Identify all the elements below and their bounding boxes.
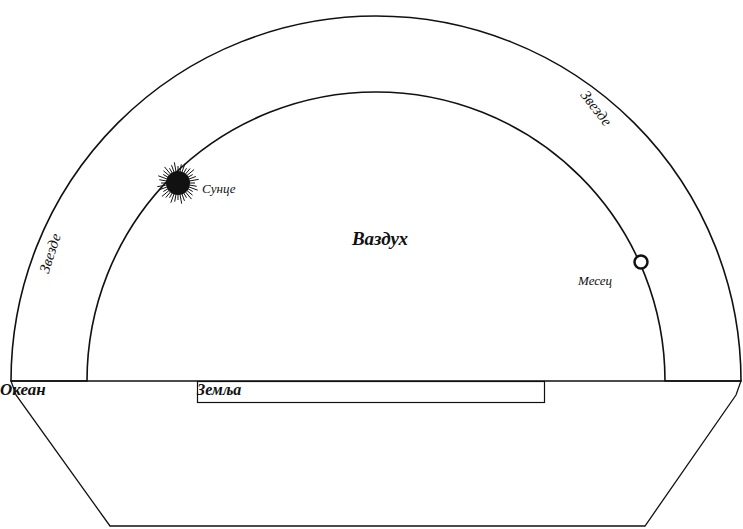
star-band-label: Звезде	[577, 87, 615, 129]
sun-label: Сунце	[202, 182, 235, 196]
earth-rect	[198, 382, 545, 403]
star-band-outline	[0, 0, 743, 385]
air-region: Ваздух	[290, 225, 470, 255]
moon: Месец	[572, 252, 652, 296]
ocean-outline	[0, 381, 743, 529]
ocean: Земља Океан	[0, 381, 743, 529]
ocean-label: Океан	[0, 381, 46, 400]
star-band: ЗвездеЗвезде	[0, 0, 743, 385]
sun: Сунце	[158, 163, 258, 203]
earth-strip-label: Земља	[197, 381, 241, 399]
ocean-outline-path	[11, 381, 741, 526]
sun-disc	[157, 162, 198, 203]
earth-strip: Земља	[197, 381, 545, 403]
band-arcs	[11, 16, 741, 381]
earth-strip-outline	[197, 381, 545, 403]
moon-disc	[635, 256, 648, 269]
moon-label: Месец	[578, 274, 612, 288]
air-region-label: Ваздух	[352, 229, 408, 250]
